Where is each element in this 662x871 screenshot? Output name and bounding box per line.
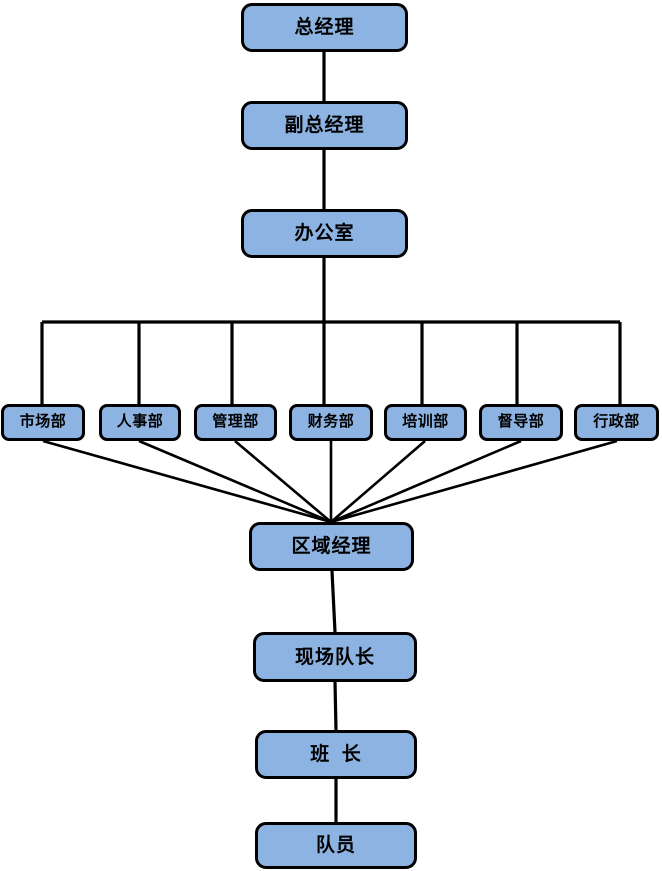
node-management-dept[interactable]: 管理部 <box>194 404 277 441</box>
node-label-training-dept: 培训部 <box>402 414 449 430</box>
connector-captain-to-shift <box>333 681 338 731</box>
connector-hr-to-rm <box>138 439 332 524</box>
node-office[interactable]: 办公室 <box>241 209 408 258</box>
node-team-member[interactable]: 队员 <box>255 822 417 869</box>
connector-marketing-to-rm <box>42 439 332 524</box>
node-label-hr-dept: 人事部 <box>116 414 164 430</box>
node-label-regional-manager: 区域经理 <box>291 536 372 557</box>
connector-rm-to-captain <box>330 570 337 633</box>
node-site-captain[interactable]: 现场队长 <box>253 632 417 682</box>
node-general-manager[interactable]: 总经理 <box>241 3 408 52</box>
node-admin-dept[interactable]: 行政部 <box>574 404 659 441</box>
node-label-admin-dept: 行政部 <box>593 414 640 430</box>
node-label-shift-leader: 班 长 <box>310 744 362 765</box>
node-label-supervision-dept: 督导部 <box>497 414 545 430</box>
node-training-dept[interactable]: 培训部 <box>384 404 467 441</box>
node-regional-manager[interactable]: 区域经理 <box>249 522 414 571</box>
node-hr-dept[interactable]: 人事部 <box>99 404 181 441</box>
node-label-management-dept: 管理部 <box>212 414 259 430</box>
node-label-site-captain: 现场队长 <box>294 646 375 668</box>
node-label-marketing-dept: 市场部 <box>19 414 67 430</box>
node-deputy-manager[interactable]: 副总经理 <box>241 101 408 150</box>
connector-admin-to-rm <box>330 439 618 524</box>
node-label-deputy-manager: 副总经理 <box>284 115 365 136</box>
node-label-finance-dept: 财务部 <box>307 414 355 430</box>
connector-training-to-rm <box>330 440 426 523</box>
node-label-general-manager: 总经理 <box>294 17 355 38</box>
node-supervision-dept[interactable]: 督导部 <box>479 404 563 441</box>
node-label-team-member: 队员 <box>315 835 356 856</box>
node-label-office: 办公室 <box>294 223 355 244</box>
node-finance-dept[interactable]: 财务部 <box>289 404 373 441</box>
connector-management-to-rm <box>234 440 332 523</box>
node-marketing-dept[interactable]: 市场部 <box>1 404 85 441</box>
connector-supervision-to-rm <box>330 439 522 524</box>
node-shift-leader[interactable]: 班 长 <box>255 730 417 779</box>
